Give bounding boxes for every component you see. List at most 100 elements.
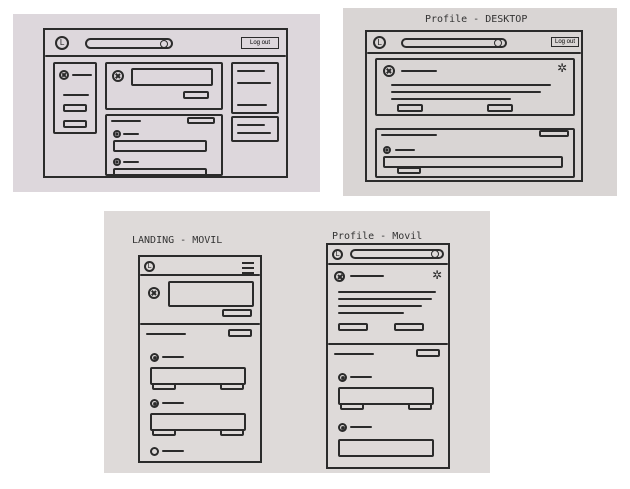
avatar-icon (338, 373, 347, 382)
desktop-frame: L Log out ✲ (365, 30, 583, 182)
profile-line (63, 94, 89, 96)
logout-button[interactable]: Log out (241, 37, 279, 49)
post-author (350, 376, 372, 378)
post-author (350, 426, 372, 428)
sketch-title: Profile - Movil (332, 231, 423, 242)
sidebar-line (237, 104, 267, 106)
header-divider (328, 263, 448, 265)
header-divider (140, 274, 260, 276)
avatar-icon (150, 353, 159, 362)
sketch-profile-desktop: Profile - DESKTOP L Log out ✲ (343, 8, 617, 196)
post-author (123, 161, 139, 163)
post-body (150, 413, 246, 431)
profile-button-2[interactable] (487, 104, 513, 112)
bio-line (391, 91, 541, 93)
post-textarea[interactable] (131, 68, 213, 86)
search-icon (431, 250, 439, 258)
profile-card (53, 62, 97, 134)
bio-line (338, 305, 422, 307)
avatar-icon (148, 287, 160, 299)
search-icon (494, 39, 502, 47)
feed-header (334, 353, 374, 355)
logo-icon[interactable]: L (373, 36, 386, 49)
logout-button[interactable]: Log out (551, 37, 579, 47)
post-body (338, 387, 434, 405)
profile-header-card: ✲ (375, 58, 575, 116)
mobile-frame-profile: L ✲ (326, 243, 450, 469)
post-action[interactable] (152, 429, 176, 436)
sketch-title: LANDING - MOVIL (132, 235, 223, 246)
filter-select[interactable] (187, 117, 215, 124)
logo-icon[interactable]: L (332, 249, 343, 260)
post-button[interactable] (183, 91, 209, 99)
profile-name (401, 70, 437, 72)
post-author (162, 450, 184, 452)
avatar-icon (113, 158, 121, 166)
sidebar-line (237, 132, 271, 134)
post-author (162, 402, 184, 404)
avatar-icon (383, 146, 391, 154)
avatar-icon (383, 65, 395, 77)
logo-icon[interactable]: L (55, 36, 69, 50)
menu-icon[interactable] (242, 262, 254, 277)
avatar-icon (59, 70, 69, 80)
post-author (395, 149, 415, 151)
sketch-mobile: LANDING - MOVIL L Profile - Movil L ✲ (104, 211, 490, 473)
settings-icon[interactable]: ✲ (432, 268, 443, 282)
profile-button-1[interactable] (397, 104, 423, 112)
profile-button-2[interactable] (63, 120, 87, 128)
feed-container (375, 128, 575, 178)
search-input[interactable] (85, 38, 173, 49)
bio-line (338, 312, 404, 314)
feed-header (381, 134, 437, 136)
right-sidebar-footer (231, 116, 279, 142)
search-icon (160, 39, 168, 48)
profile-name (350, 275, 384, 277)
post-body (383, 156, 563, 168)
section-divider (140, 323, 260, 325)
sidebar-line (237, 70, 265, 72)
profile-button-2[interactable] (394, 323, 424, 331)
filter-select[interactable] (228, 329, 252, 337)
post-action[interactable] (340, 403, 364, 410)
avatar-icon (150, 447, 159, 456)
post-action[interactable] (220, 383, 244, 390)
avatar-icon (113, 130, 121, 138)
post-textarea[interactable] (168, 281, 254, 307)
avatar-icon (334, 271, 345, 282)
post-action[interactable] (397, 167, 421, 174)
section-divider (328, 343, 448, 345)
right-sidebar (231, 62, 279, 114)
bio-line (391, 98, 511, 100)
sidebar-line (237, 124, 265, 126)
avatar-icon (112, 70, 124, 82)
desktop-frame: L Log out (43, 28, 288, 178)
post-body (338, 439, 434, 457)
post-author (162, 356, 184, 358)
feed-container (105, 114, 223, 176)
profile-button-1[interactable] (63, 104, 87, 112)
bio-line (338, 291, 436, 293)
post-body (113, 168, 207, 176)
post-action[interactable] (152, 383, 176, 390)
settings-icon[interactable]: ✲ (557, 61, 568, 75)
feed-header (146, 333, 186, 335)
post-action[interactable] (220, 429, 244, 436)
filter-select[interactable] (416, 349, 440, 357)
mobile-frame-landing: L (138, 255, 262, 463)
filter-select[interactable] (539, 130, 569, 137)
feed-header (111, 120, 141, 122)
profile-button-1[interactable] (338, 323, 368, 331)
header-divider (367, 52, 581, 54)
profile-name (72, 74, 92, 76)
bio-line (391, 84, 551, 86)
post-button[interactable] (222, 309, 252, 317)
search-input[interactable] (350, 249, 444, 259)
composer-card (105, 62, 223, 110)
header-divider (45, 55, 286, 57)
bio-line (338, 298, 432, 300)
avatar-icon (338, 423, 347, 432)
post-action[interactable] (408, 403, 432, 410)
search-input[interactable] (401, 38, 507, 48)
logo-icon[interactable]: L (144, 261, 155, 272)
